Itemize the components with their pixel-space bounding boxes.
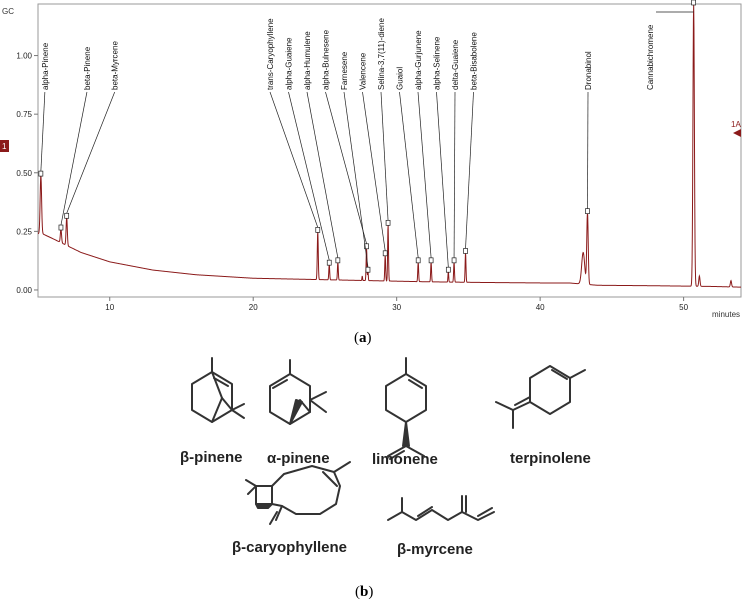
peak-marker xyxy=(385,219,391,226)
peak-label: alpha-Guaiene xyxy=(285,37,294,90)
peak-leader-line xyxy=(325,91,367,244)
terpinolene-structure xyxy=(495,365,586,429)
peak-marker xyxy=(64,212,70,219)
alpha-pinene-structure xyxy=(269,359,327,425)
x-tick-label: 10 xyxy=(105,303,114,312)
beta-myrcene-label: β-myrcene xyxy=(397,541,473,558)
peak-label: Guaiol xyxy=(396,67,405,90)
peak-label: Selina-3,7(11)-diene xyxy=(377,18,386,90)
y-tick-label: 1.00 xyxy=(16,52,32,61)
peak-marker xyxy=(415,257,421,264)
peak-marker xyxy=(326,259,332,266)
peak-label: delta-Guaiene xyxy=(451,39,460,90)
peak-label: alpha-Bulnesene xyxy=(322,29,331,90)
trace-start-marker-label: 1 xyxy=(2,142,7,151)
x-tick-label: 40 xyxy=(536,303,545,312)
peak-label: beta-Pinene xyxy=(83,46,92,90)
beta-pinene-structure xyxy=(191,357,245,423)
trace-end-marker-label: 1A xyxy=(731,120,741,129)
chromatogram-trace xyxy=(37,4,742,288)
x-tick-label: 20 xyxy=(249,303,258,312)
peak-leader-line xyxy=(40,91,46,172)
peak-leader-line xyxy=(587,91,589,209)
beta-pinene-label: β-pinene xyxy=(180,449,243,466)
peak-label: alpha-Gurjunene xyxy=(414,30,423,90)
peak-label: Dronabinol xyxy=(584,51,593,90)
x-tick-label: 50 xyxy=(679,303,688,312)
peak-marker xyxy=(585,208,590,214)
peak-marker xyxy=(364,243,369,250)
peak-marker xyxy=(365,266,371,273)
peak-marker xyxy=(451,257,457,264)
beta-caryophyllene-structure xyxy=(245,461,351,525)
x-axis-ticks: 10 20 30 40 50 xyxy=(105,297,689,312)
peak-marker xyxy=(445,266,451,273)
peak-label: beta-Bisabolene xyxy=(470,32,479,90)
y-tick-label: 0.50 xyxy=(16,169,32,178)
peak-label: beta-Myrcene xyxy=(111,41,120,90)
peak-label: alpha-Selinene xyxy=(433,36,442,90)
peak-marker xyxy=(38,170,44,177)
peak-leader-line xyxy=(453,91,456,258)
peak-leader-line xyxy=(60,91,88,226)
plot-frame xyxy=(37,3,742,298)
peak-label: alpha-Humulene xyxy=(303,31,312,90)
peak-label: alpha-Pinene xyxy=(41,42,50,90)
peak-leader-line xyxy=(417,91,432,258)
peak-leader-line xyxy=(306,91,339,258)
x-tick-label: 30 xyxy=(392,303,401,312)
panel-b-caption: (b) xyxy=(355,584,374,600)
y-axis-label: GC xyxy=(2,7,14,16)
peak-marker xyxy=(58,224,64,231)
limonene-label: limonene xyxy=(372,451,438,468)
peak-marker xyxy=(691,0,697,6)
peak-marker xyxy=(335,257,341,264)
peak-marker xyxy=(315,227,321,233)
y-axis-ticks: 0.00 0.25 0.50 0.75 1.00 xyxy=(16,52,38,295)
peak-leader-line xyxy=(465,91,474,249)
peak-leader-line xyxy=(343,91,369,268)
limonene-structure xyxy=(385,357,427,460)
peak-marker xyxy=(382,250,388,257)
x-axis-label: minutes xyxy=(712,310,740,319)
y-tick-label: 0.25 xyxy=(16,227,32,236)
beta-caryophyllene-label: β-caryophyllene xyxy=(232,539,347,556)
alpha-pinene-label: α-pinene xyxy=(267,450,330,467)
peak-leader-line xyxy=(288,91,330,261)
y-tick-label: 0.75 xyxy=(16,110,32,119)
peak-leader-line xyxy=(362,91,386,251)
peak-label: trans-Caryophyllene xyxy=(266,18,275,90)
y-tick-label: 0.00 xyxy=(16,286,32,295)
structures-panel xyxy=(191,357,586,525)
peak-marker xyxy=(463,248,468,254)
peak-label: Farnesene xyxy=(340,51,349,90)
chromatogram-panel: 0.00 0.25 0.50 0.75 1.00 10 20 30 40 50 alpha-Pi… xyxy=(0,0,742,319)
peak-leader-line xyxy=(380,91,389,221)
peak-leader-line xyxy=(399,91,419,258)
panel-a-caption: (a) xyxy=(354,330,372,346)
peak-leader-line xyxy=(66,91,116,214)
trace-start-marker xyxy=(0,140,9,152)
peak-annotations: alpha-Pinene beta-Pinene beta-Myrcene trans… xyxy=(38,0,697,273)
panel-a-letter: a xyxy=(359,330,367,346)
trace-end-marker xyxy=(733,129,741,137)
peak-label: Cannabichromene xyxy=(646,24,655,90)
peak-marker xyxy=(428,257,434,264)
terpinolene-label: terpinolene xyxy=(510,450,591,467)
peak-leader-line xyxy=(436,91,449,268)
beta-myrcene-structure xyxy=(387,495,495,521)
panel-b-letter: b xyxy=(360,584,369,600)
peak-label: Valencene xyxy=(359,52,368,90)
peak-leader-line xyxy=(269,91,319,228)
